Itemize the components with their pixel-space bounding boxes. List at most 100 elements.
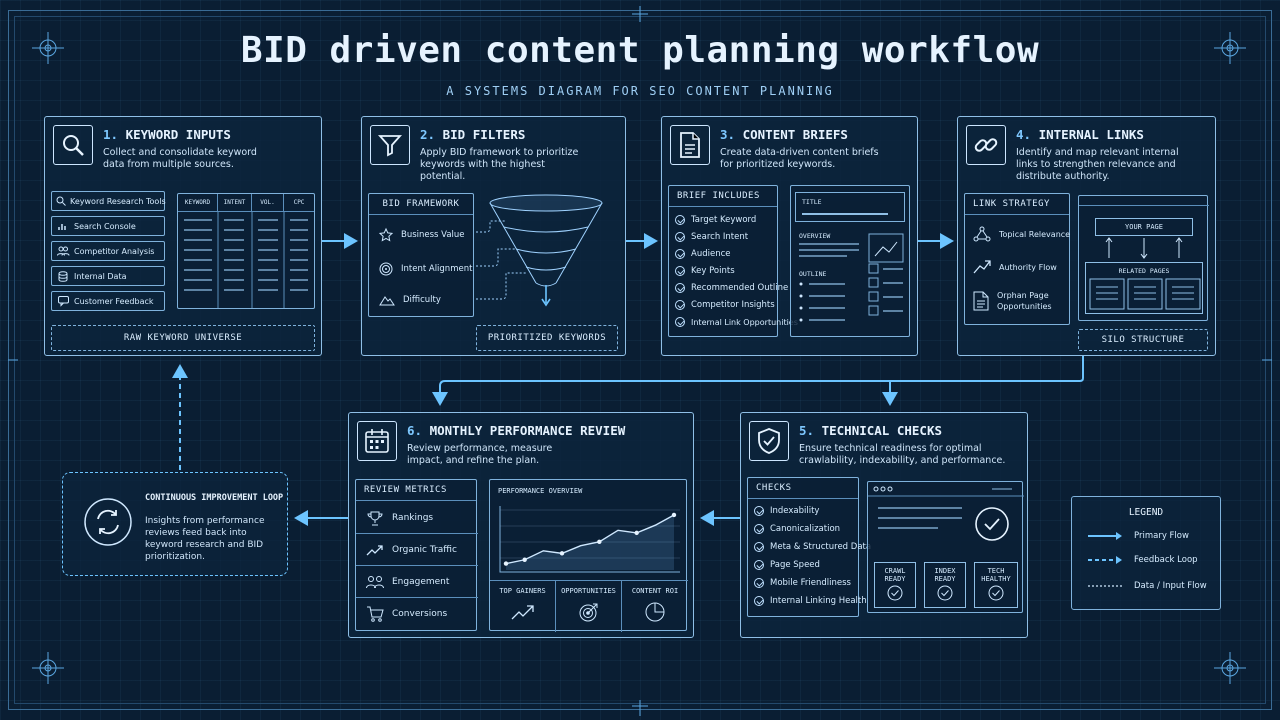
chart-point	[671, 512, 677, 518]
bid-framework-panel: BID FRAMEWORK Business Value Intent Alig…	[368, 193, 474, 317]
calendar-icon	[357, 421, 397, 461]
solid-arrow-icon	[1088, 532, 1122, 540]
keyword-table: KEYWORD INTENT VOL. CPC	[177, 193, 315, 309]
check-item: Meta & Structured Data	[754, 542, 871, 552]
raw-keyword-universe-box: RAW KEYWORD UNIVERSE	[51, 325, 315, 351]
dotted-line-icon	[1088, 585, 1122, 587]
brief-item: Internal Link Opportunities	[675, 317, 798, 327]
chart-point	[522, 557, 527, 562]
step2-description: Apply BID framework to prioritize keywor…	[420, 147, 579, 182]
brief-includes-panel: BRIEF INCLUDES Target Keyword Search Int…	[668, 185, 798, 337]
document-icon	[670, 125, 710, 165]
badge-crawl-ready: CRAWL READY	[874, 562, 916, 608]
metric-organic-traffic[interactable]: Organic Traffic	[356, 534, 478, 566]
trend-arrow-icon	[973, 260, 991, 274]
performance-overview-title: PERFORMANCE OVERVIEW	[498, 487, 583, 495]
refresh-icon	[84, 498, 132, 546]
check-item: Internal Linking Health	[754, 596, 867, 606]
legend-box: LEGEND Primary Flow Feedback Loop Data /…	[1071, 496, 1221, 610]
silo-structure-box: SILO STRUCTURE	[1078, 329, 1208, 351]
database-icon	[56, 270, 70, 282]
target-icon	[579, 603, 598, 622]
people-icon	[364, 575, 386, 589]
mountain-icon	[379, 294, 395, 306]
chain-link-icon	[966, 125, 1006, 165]
line-trend-icon	[364, 544, 386, 556]
step4-title: 4. INTERNAL LINKS	[1016, 127, 1144, 142]
step5-title: 5. TECHNICAL CHECKS	[799, 423, 943, 438]
review-metrics-panel: REVIEW METRICS Rankings Organic Traffic …	[355, 479, 478, 631]
step3-content-briefs-card: 3. CONTENT BRIEFS Create data-driven con…	[661, 116, 918, 356]
keyword-table-header: KEYWORD INTENT VOL. CPC	[178, 194, 314, 212]
legend-title: LEGEND	[1128, 507, 1164, 518]
tile-top-gainers[interactable]: TOP GAINERS	[490, 581, 556, 632]
source-customer-feedback[interactable]: Customer Feedback	[51, 291, 165, 311]
check-circle-icon	[754, 542, 764, 552]
users-icon	[56, 246, 70, 256]
step1-title: 1. KEYWORD INPUTS	[103, 127, 231, 142]
step4-description: Identify and map relevant internal links…	[1016, 147, 1179, 182]
dashed-arrow-icon	[1088, 556, 1122, 564]
tile-opportunities[interactable]: OPPORTUNITIES	[556, 581, 622, 632]
doc-overview-label: OVERVIEW	[799, 232, 831, 240]
check-circle-icon	[988, 585, 1004, 601]
step6-performance-review-card: 6. MONTHLY PERFORMANCE REVIEW Review per…	[348, 412, 694, 638]
metric-engagement[interactable]: Engagement	[356, 566, 478, 598]
filter-icon	[370, 125, 410, 165]
chart-point	[503, 561, 509, 566]
trophy-icon	[364, 510, 386, 526]
growth-arrow-icon	[511, 605, 534, 620]
brief-item: Audience	[675, 249, 730, 259]
check-circle-icon	[675, 232, 685, 242]
metric-rankings[interactable]: Rankings	[356, 502, 478, 534]
legend-primary-flow: Primary Flow	[1086, 531, 1189, 541]
check-item: Indexability	[754, 506, 819, 516]
check-circle-icon	[937, 585, 953, 601]
doc-outline-label: OUTLINE	[799, 270, 827, 278]
framework-intent-alignment: Intent Alignment	[379, 262, 472, 276]
check-circle-icon	[754, 578, 764, 588]
tile-content-roi[interactable]: CONTENT ROI	[622, 581, 688, 632]
loop-title: CONTINUOUS IMPROVEMENT LOOP	[145, 493, 284, 503]
check-circle-icon	[675, 283, 685, 293]
target-icon	[379, 262, 393, 276]
cart-icon	[364, 606, 386, 622]
site-structure-mockup: YOUR PAGE RELATED PAGES	[1078, 195, 1209, 321]
page-subtitle: A SYSTEMS DIAGRAM FOR SEO CONTENT PLANNI…	[446, 84, 834, 98]
loop-description: Insights from performance reviews feed b…	[145, 516, 265, 562]
prioritized-keywords-box: PRIORITIZED KEYWORDS	[476, 325, 618, 351]
chart-point	[559, 551, 565, 556]
brief-item: Key Points	[675, 266, 735, 276]
check-circle-icon	[754, 596, 764, 606]
step1-description: Collect and consolidate keyword data fro…	[103, 147, 257, 170]
search-icon	[56, 196, 66, 206]
check-item: Canonicalization	[754, 524, 840, 534]
step2-bid-filters-card: 2. BID FILTERS Apply BID framework to pr…	[361, 116, 626, 356]
step4-internal-links-card: 4. INTERNAL LINKS Identify and map relev…	[957, 116, 1216, 356]
site-status-mockup: CRAWL READY INDEX READY TECH HEALTHY	[867, 481, 1024, 613]
source-competitor-analysis[interactable]: Competitor Analysis	[51, 241, 165, 261]
doc-outline-lines	[799, 263, 903, 322]
arrow-step4-to-step6	[432, 380, 890, 406]
brief-item: Search Intent	[675, 232, 748, 242]
funnel-graphic	[476, 194, 603, 307]
chart-point	[634, 530, 639, 536]
check-circle-icon	[754, 506, 764, 516]
doc-title-field: TITLE	[795, 192, 905, 222]
source-search-console[interactable]: Search Console	[51, 216, 165, 236]
star-icon	[378, 227, 394, 242]
chat-icon	[56, 296, 70, 307]
step3-title: 3. CONTENT BRIEFS	[720, 127, 848, 142]
framework-difficulty: Difficulty	[379, 294, 441, 306]
shield-check-icon	[749, 421, 789, 461]
source-keyword-research-tools[interactable]: Keyword Research Tools	[51, 191, 166, 211]
page-title: BID driven content planning workflow	[240, 30, 1040, 71]
metric-conversions[interactable]: Conversions	[356, 598, 478, 630]
pie-icon	[645, 602, 665, 622]
strategy-authority-flow: Authority Flow	[973, 260, 1057, 274]
badge-index-ready: INDEX READY	[924, 562, 966, 608]
strategy-orphan-page-opportunities: Orphan Page Opportunities	[973, 290, 1053, 312]
source-internal-data[interactable]: Internal Data	[51, 266, 165, 286]
